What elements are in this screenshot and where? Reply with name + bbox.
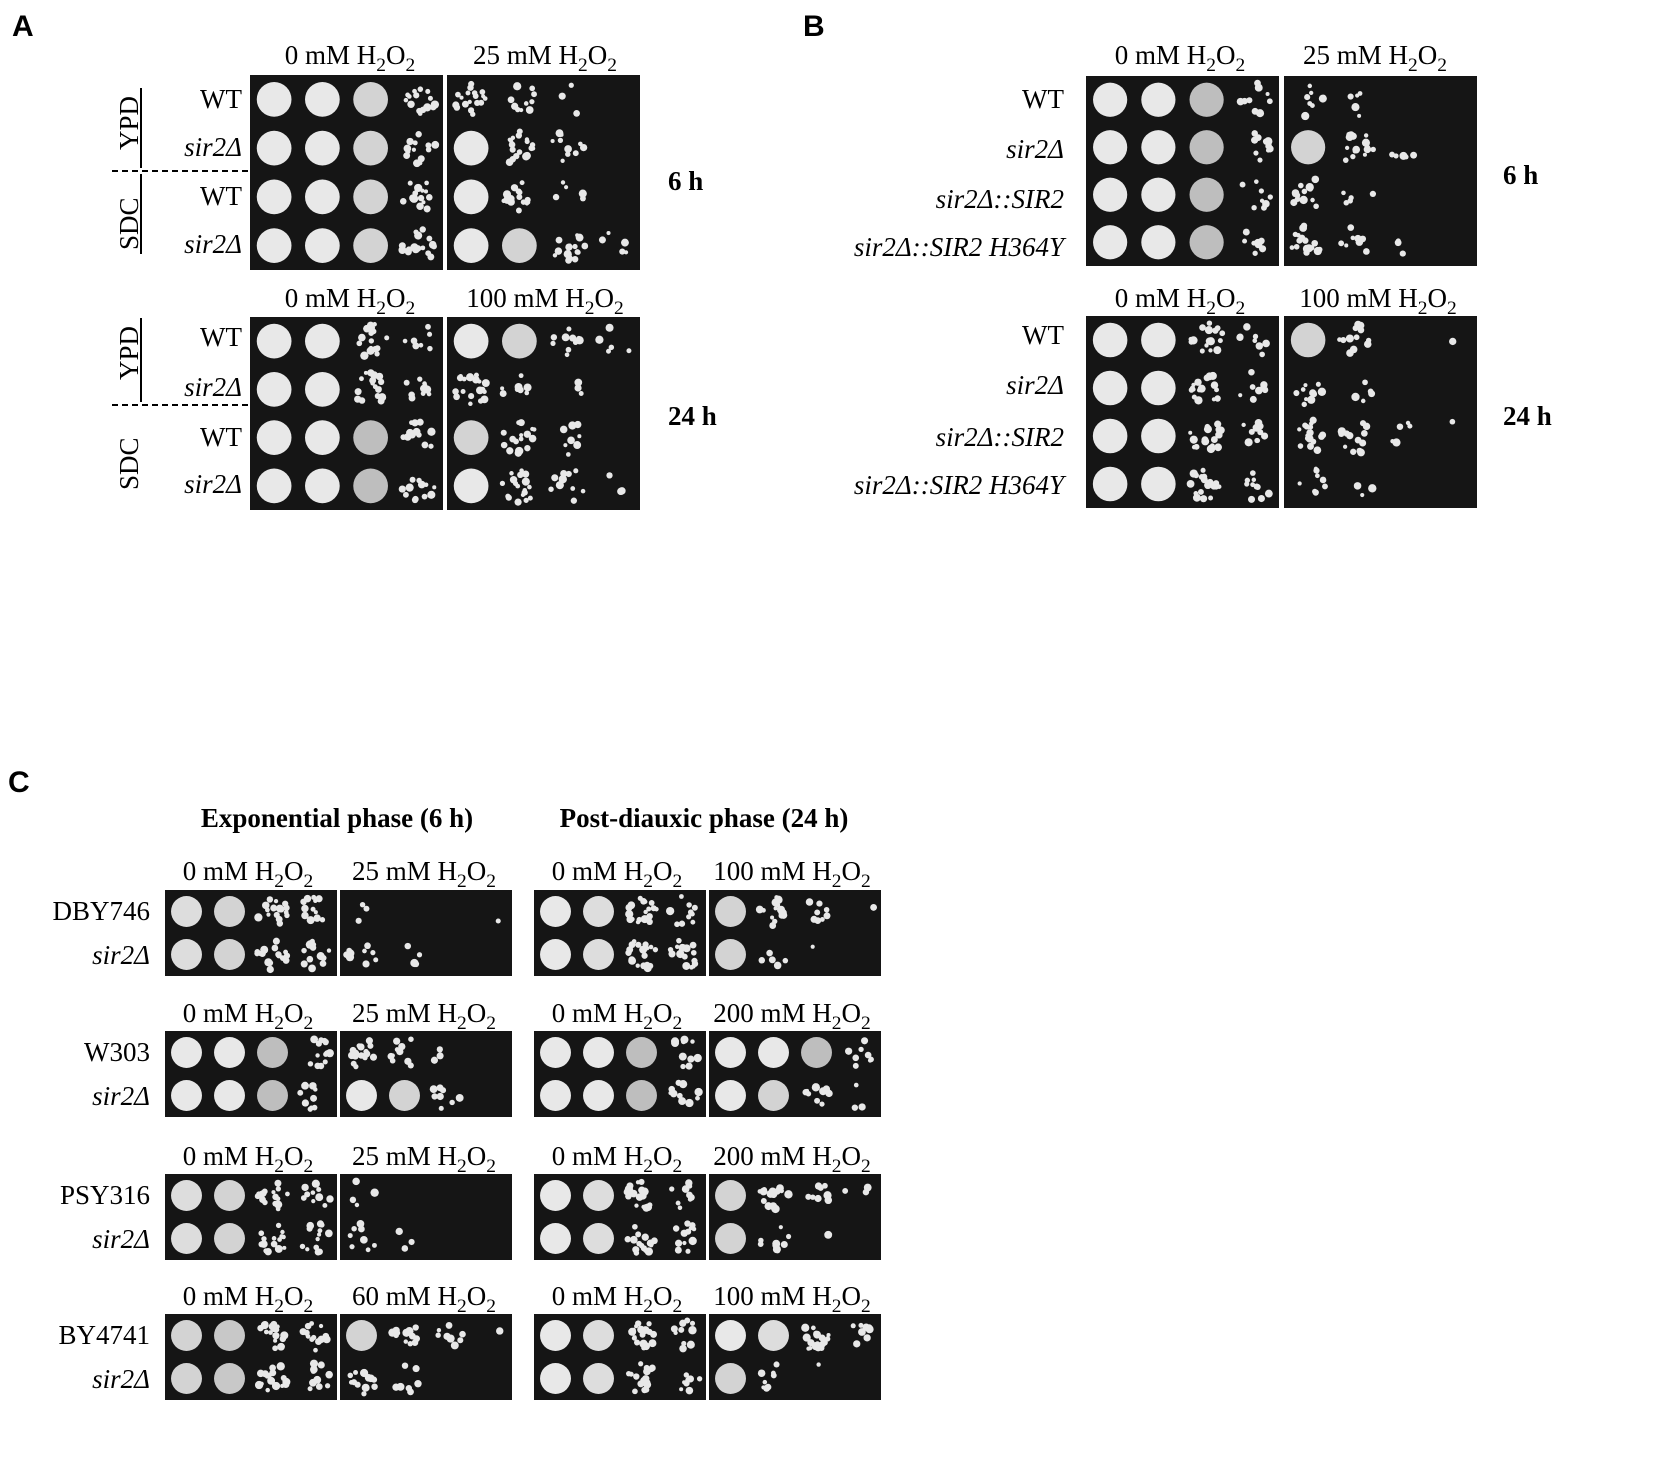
strain-label: sir2Δ	[184, 372, 242, 402]
plate-b-24h-0	[1086, 316, 1279, 508]
plate-c	[534, 890, 706, 976]
plate-c	[165, 1031, 337, 1117]
plate-c	[340, 1174, 512, 1260]
plate-c	[165, 1314, 337, 1400]
strain-label: sir2Δ	[92, 1224, 150, 1254]
condition-label: 0 mM H2O2	[182, 998, 314, 1034]
plate-a-6h-0	[250, 75, 443, 270]
panel-label-c: C	[8, 766, 30, 799]
condition-label: 0 mM H2O2	[551, 1141, 683, 1177]
strain-label: sir2Δ::SIR2	[935, 184, 1064, 214]
strain-label: WT	[200, 181, 242, 211]
medium-bracket	[140, 318, 142, 402]
plate-c	[340, 890, 512, 976]
strain-label: sir2Δ	[92, 1364, 150, 1394]
medium-bracket	[140, 88, 142, 168]
plate-a-24h-0	[250, 317, 443, 510]
plate-b-6h-0	[1086, 76, 1279, 266]
strain-label: WT	[200, 422, 242, 452]
time-label: 6 h	[668, 166, 704, 196]
condition-label: 25 mM H2O2	[1303, 40, 1447, 76]
plate-c	[534, 1031, 706, 1117]
strain-label: sir2Δ	[1006, 134, 1064, 164]
condition-label: 25 mM H2O2	[473, 40, 617, 76]
strain-label: WT	[200, 322, 242, 352]
strain-label: sir2Δ	[184, 132, 242, 162]
plate-c	[709, 1174, 881, 1260]
section-heading: Exponential phase (6 h)	[200, 803, 474, 833]
medium-label-sdc: SDC	[114, 437, 144, 490]
plate-c	[534, 1314, 706, 1400]
condition-label: 200 mM H2O2	[713, 998, 871, 1034]
strain-label: sir2Δ	[92, 940, 150, 970]
panel-label-b: B	[803, 10, 825, 43]
condition-label: 0 mM H2O2	[551, 856, 683, 892]
panel-label-a: A	[12, 10, 34, 43]
plate-c	[709, 1314, 881, 1400]
condition-label: 0 mM H2O2	[284, 40, 416, 76]
condition-label: 0 mM H2O2	[182, 856, 314, 892]
strain-label: BY4741	[58, 1320, 150, 1350]
strain-label: W303	[84, 1037, 150, 1067]
condition-label: 0 mM H2O2	[182, 1141, 314, 1177]
strain-label: sir2Δ	[92, 1081, 150, 1111]
condition-label: 0 mM H2O2	[1114, 283, 1246, 319]
plate-b-24h-100	[1284, 316, 1477, 508]
time-label: 24 h	[668, 401, 717, 431]
time-label: 6 h	[1503, 160, 1539, 190]
condition-label: 25 mM H2O2	[352, 856, 496, 892]
strain-label: WT	[200, 84, 242, 114]
plate-c	[534, 1174, 706, 1260]
strain-label: WT	[1022, 320, 1064, 350]
strain-label: sir2Δ::SIR2 H364Y	[853, 232, 1064, 262]
condition-label: 25 mM H2O2	[352, 1141, 496, 1177]
strain-label: sir2Δ	[1006, 370, 1064, 400]
strain-label: sir2Δ::SIR2 H364Y	[853, 470, 1064, 500]
plate-b-6h-25	[1284, 76, 1477, 266]
condition-label: 0 mM H2O2	[284, 283, 416, 319]
strain-label: sir2Δ	[184, 229, 242, 259]
plate-c	[165, 890, 337, 976]
condition-label: 100 mM H2O2	[1299, 283, 1457, 319]
medium-divider	[112, 404, 248, 406]
condition-label: 200 mM H2O2	[713, 1141, 871, 1177]
condition-label: 60 mM H2O2	[352, 1281, 496, 1317]
strain-label: DBY746	[52, 896, 150, 926]
strain-label: sir2Δ::SIR2	[935, 422, 1064, 452]
condition-label: 0 mM H2O2	[551, 998, 683, 1034]
condition-label: 0 mM H2O2	[1114, 40, 1246, 76]
plate-c	[340, 1031, 512, 1117]
strain-label: WT	[1022, 84, 1064, 114]
condition-label: 25 mM H2O2	[352, 998, 496, 1034]
plate-a-6h-25	[447, 75, 640, 270]
plate-c	[340, 1314, 512, 1400]
condition-label: 100 mM H2O2	[713, 856, 871, 892]
plate-c	[709, 890, 881, 976]
plate-a-24h-100	[447, 317, 640, 510]
plate-c	[709, 1031, 881, 1117]
medium-bracket	[140, 174, 142, 254]
strain-label: PSY316	[59, 1180, 150, 1210]
condition-label: 100 mM H2O2	[466, 283, 624, 319]
strain-label: sir2Δ	[184, 469, 242, 499]
plate-c	[165, 1174, 337, 1260]
condition-label: 0 mM H2O2	[182, 1281, 314, 1317]
medium-divider	[112, 170, 248, 172]
time-label: 24 h	[1503, 401, 1552, 431]
section-heading: Post-diauxic phase (24 h)	[559, 803, 849, 833]
condition-label: 100 mM H2O2	[713, 1281, 871, 1317]
condition-label: 0 mM H2O2	[551, 1281, 683, 1317]
